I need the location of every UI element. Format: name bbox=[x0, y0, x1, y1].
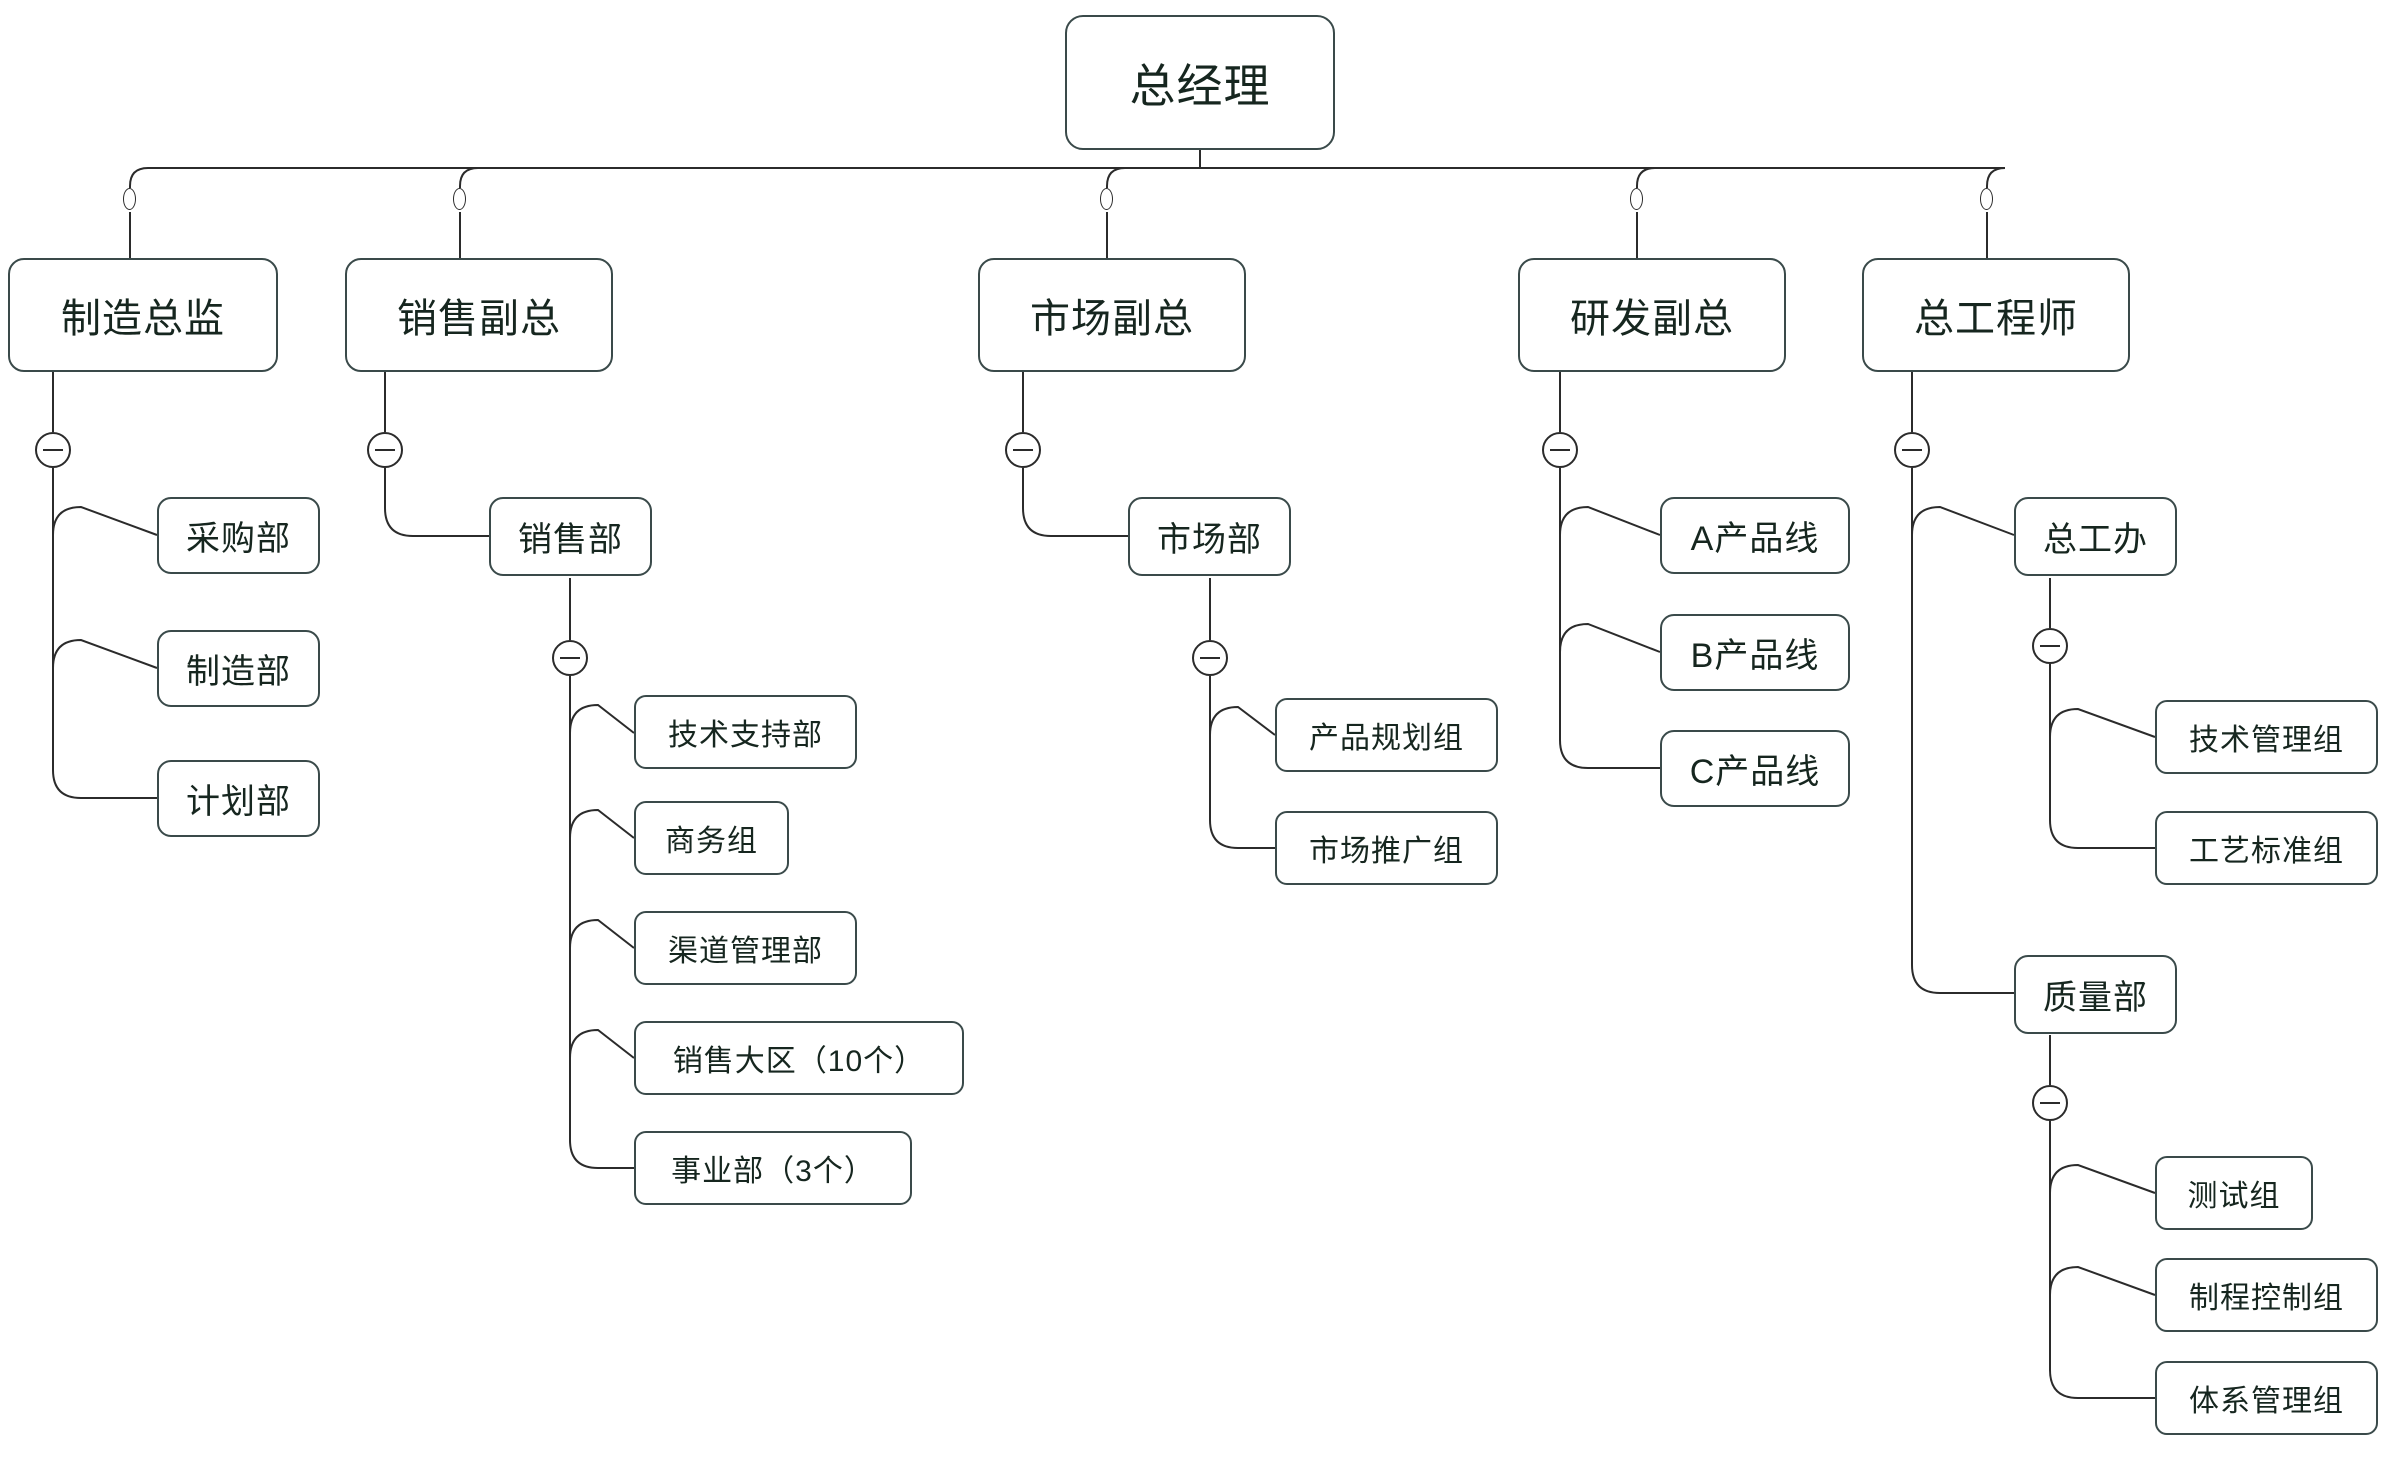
collapse-toggle-manufacturing[interactable] bbox=[35, 432, 71, 468]
node-product-line-b[interactable]: B产品线 bbox=[1660, 614, 1850, 691]
node-sales-dept[interactable]: 销售部 bbox=[489, 497, 652, 576]
node-product-planning-group[interactable]: 产品规划组 bbox=[1275, 698, 1498, 772]
bus-dot-5[interactable] bbox=[1980, 188, 1993, 210]
node-channel-management-dept[interactable]: 渠道管理部 bbox=[634, 911, 857, 985]
collapse-toggle-chief-engineer[interactable] bbox=[1894, 432, 1930, 468]
bus-dot-3[interactable] bbox=[1100, 188, 1113, 210]
node-sales-vp[interactable]: 销售副总 bbox=[345, 258, 613, 372]
node-business-group[interactable]: 商务组 bbox=[634, 801, 789, 875]
node-product-line-a[interactable]: A产品线 bbox=[1660, 497, 1850, 574]
collapse-toggle-market-vp[interactable] bbox=[1005, 432, 1041, 468]
node-manufacturing-director[interactable]: 制造总监 bbox=[8, 258, 278, 372]
collapse-toggle-sales-vp[interactable] bbox=[367, 432, 403, 468]
collapse-toggle-quality[interactable] bbox=[2032, 1085, 2068, 1121]
node-business-units[interactable]: 事业部（3个） bbox=[634, 1131, 912, 1205]
node-chief-engineer[interactable]: 总工程师 bbox=[1862, 258, 2130, 372]
node-sales-regions[interactable]: 销售大区（10个） bbox=[634, 1021, 964, 1095]
node-rd-vp[interactable]: 研发副总 bbox=[1518, 258, 1786, 372]
node-system-management-group[interactable]: 体系管理组 bbox=[2155, 1361, 2378, 1435]
node-market-promotion-group[interactable]: 市场推广组 bbox=[1275, 811, 1498, 885]
node-quality-dept[interactable]: 质量部 bbox=[2014, 955, 2177, 1034]
collapse-toggle-rd[interactable] bbox=[1542, 432, 1578, 468]
bus-dot-1[interactable] bbox=[123, 188, 136, 210]
node-chief-engineer-office[interactable]: 总工办 bbox=[2014, 497, 2177, 576]
node-tech-management-group[interactable]: 技术管理组 bbox=[2155, 700, 2378, 774]
bus-dot-2[interactable] bbox=[453, 188, 466, 210]
node-procurement-dept[interactable]: 采购部 bbox=[157, 497, 320, 574]
node-market-vp[interactable]: 市场副总 bbox=[978, 258, 1246, 372]
bus-dot-4[interactable] bbox=[1630, 188, 1643, 210]
node-tech-support-dept[interactable]: 技术支持部 bbox=[634, 695, 857, 769]
node-product-line-c[interactable]: C产品线 bbox=[1660, 730, 1850, 807]
node-market-dept[interactable]: 市场部 bbox=[1128, 497, 1291, 576]
node-general-manager[interactable]: 总经理 bbox=[1065, 15, 1335, 150]
collapse-toggle-market-dept[interactable] bbox=[1192, 640, 1228, 676]
collapse-toggle-chief-office[interactable] bbox=[2032, 628, 2068, 664]
node-process-standards-group[interactable]: 工艺标准组 bbox=[2155, 811, 2378, 885]
collapse-toggle-sales-dept[interactable] bbox=[552, 640, 588, 676]
node-manufacturing-dept[interactable]: 制造部 bbox=[157, 630, 320, 707]
node-planning-dept[interactable]: 计划部 bbox=[157, 760, 320, 837]
node-process-control-group[interactable]: 制程控制组 bbox=[2155, 1258, 2378, 1332]
node-testing-group[interactable]: 测试组 bbox=[2155, 1156, 2313, 1230]
